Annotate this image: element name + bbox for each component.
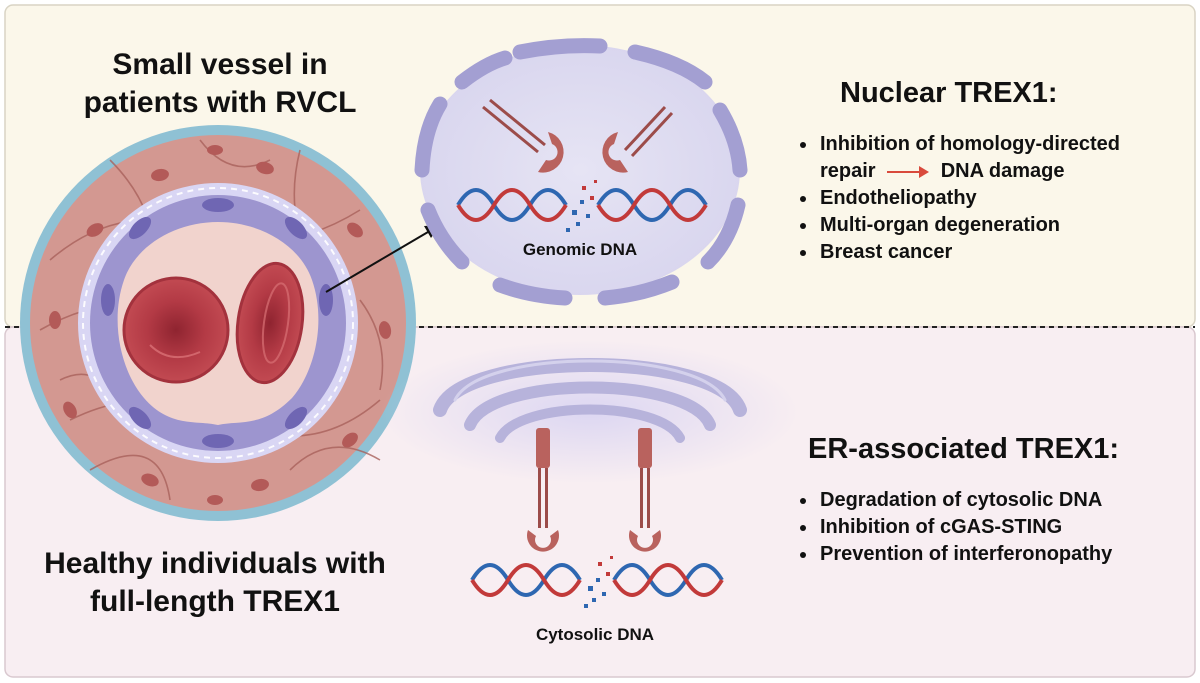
- list-item: Prevention of interferonopathy: [818, 541, 1200, 568]
- endoplasmic-reticulum: [433, 358, 747, 443]
- cytosolic-dna: [470, 556, 724, 608]
- red-arrow-icon: [881, 165, 935, 179]
- trex1-enzyme: [527, 428, 560, 552]
- list-item: Inhibition of cGAS-STING: [818, 514, 1200, 541]
- nuclear-trex1-heading: Nuclear TREX1:: [840, 77, 1058, 109]
- list-item: Endotheliopathy: [818, 185, 1200, 212]
- red-blood-cell: [235, 261, 305, 385]
- vessel-cross-section: [20, 125, 416, 521]
- genomic-dna-label: Genomic DNA: [522, 240, 638, 259]
- healthy-title-line2: full-length TREX1: [90, 585, 340, 618]
- trex1-enzyme: [629, 428, 661, 552]
- nuclear-trex1-list: Inhibition of homology-directed repair D…: [796, 131, 1200, 266]
- vessel-title-line1: Small vessel in: [112, 48, 328, 81]
- list-item: Multi-organ degeneration: [818, 212, 1200, 239]
- list-item: Breast cancer: [818, 239, 1200, 266]
- er-trex1-list: Degradation of cytosolic DNA Inhibition …: [796, 487, 1200, 568]
- vessel-title-line2: patients with RVCL: [83, 86, 357, 119]
- trex1-enzyme: [602, 105, 674, 173]
- genomic-dna: [456, 180, 708, 232]
- healthy-title: Healthy individuals with full-length TRE…: [20, 545, 410, 621]
- list-item: Degradation of cytosolic DNA: [818, 487, 1200, 514]
- cytosolic-dna-label: Cytosolic DNA: [535, 625, 655, 644]
- er-trex1-heading: ER-associated TREX1:: [808, 433, 1120, 465]
- list-item: Inhibition of homology-directed repair D…: [818, 131, 1200, 185]
- trex1-enzyme: [482, 98, 564, 173]
- red-blood-cell: [122, 276, 230, 384]
- healthy-title-line1: Healthy individuals with: [44, 547, 386, 580]
- vessel-title: Small vessel in patients with RVCL: [40, 46, 400, 122]
